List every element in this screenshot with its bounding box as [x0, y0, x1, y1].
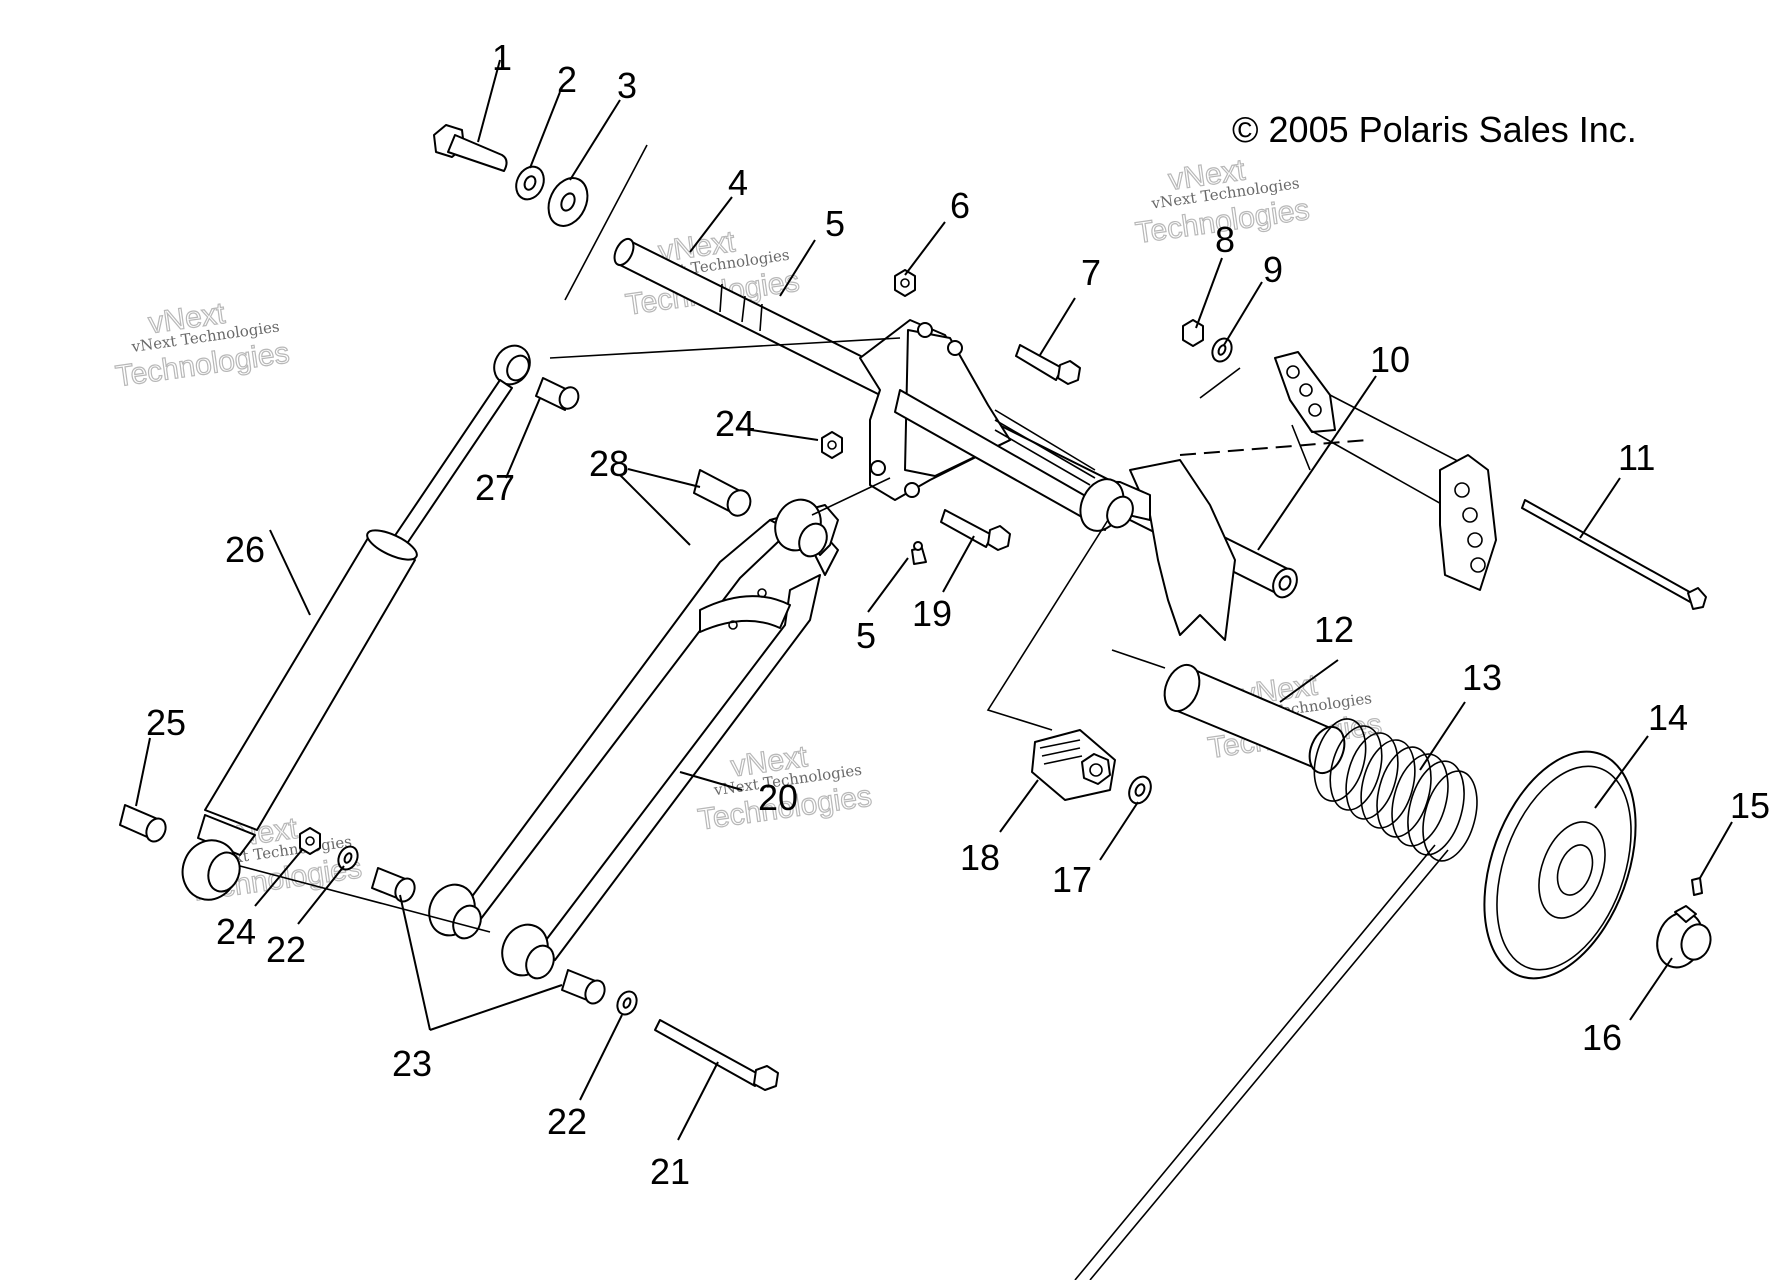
callout-4: 4 [728, 162, 748, 203]
rear-bracket [1079, 459, 1236, 641]
part-12-tube [1163, 663, 1346, 775]
callout-16: 16 [1582, 1017, 1622, 1058]
callout-5-lower: 5 [856, 615, 876, 656]
callout-12: 12 [1314, 609, 1354, 650]
front-bracket [859, 319, 1111, 531]
part-1-bolt [433, 124, 508, 172]
part-22-washer-lower [616, 990, 638, 1016]
watermark: vNext vNext Technologies Technologies [1133, 153, 1312, 251]
callout-numbers: 1 2 3 4 5 6 7 8 9 10 11 12 13 14 15 16 1… [146, 37, 1770, 1192]
callout-26: 26 [225, 529, 265, 570]
part-13-spring [1074, 718, 1478, 1280]
callout-6: 6 [950, 185, 970, 226]
callout-9: 9 [1263, 249, 1283, 290]
part-26-shock [181, 344, 531, 901]
part-27-bushing [535, 377, 580, 411]
part-6-nut [894, 269, 916, 297]
part-7-bolt [1015, 344, 1081, 385]
callout-20: 20 [758, 777, 798, 818]
callout-17: 17 [1052, 859, 1092, 900]
part-16-collar [1656, 905, 1712, 969]
callout-23: 23 [392, 1043, 432, 1084]
callout-27: 27 [475, 467, 515, 508]
callout-11: 11 [1618, 437, 1655, 478]
part-5-fitting [911, 541, 927, 565]
callout-1: 1 [492, 37, 512, 78]
assembly-lines [239, 337, 1241, 933]
callout-8: 8 [1215, 219, 1235, 260]
callout-25: 25 [146, 702, 186, 743]
callout-15: 15 [1730, 785, 1770, 826]
callout-19: 19 [912, 593, 952, 634]
part-25-bushing [119, 804, 167, 843]
callout-28: 28 [589, 443, 629, 484]
callout-3: 3 [617, 65, 637, 106]
rail-bracket [1179, 351, 1497, 591]
watermark: vNext vNext Technologies Technologies [113, 296, 292, 394]
callout-10: 10 [1370, 339, 1410, 380]
copyright-text: © 2005 Polaris Sales Inc. [1232, 109, 1637, 150]
part-23-bushing [371, 867, 606, 1005]
callout-7: 7 [1081, 252, 1101, 293]
part-14-disc [1483, 750, 1637, 980]
callout-21: 21 [650, 1151, 690, 1192]
part-18-block [986, 519, 1116, 801]
part-24-nut-upper [821, 431, 843, 459]
leader-lines [135, 59, 1733, 1141]
callout-14: 14 [1648, 697, 1688, 738]
part-2-washer [515, 165, 545, 201]
part-17-washer [1128, 775, 1152, 805]
part-20-rocker [428, 498, 839, 980]
part-24-nut-lower [299, 827, 321, 855]
part-15-setscrew [1691, 877, 1703, 896]
part-28-bushing [693, 469, 752, 517]
alignment-line [564, 144, 648, 301]
callout-24-upper: 24 [715, 403, 755, 444]
callout-18: 18 [960, 837, 1000, 878]
part-3-washer [547, 177, 589, 227]
callout-2: 2 [557, 59, 577, 100]
callout-22-upper: 22 [266, 929, 306, 970]
callout-13: 13 [1462, 657, 1502, 698]
part-8-nut [1182, 319, 1204, 347]
part-11-bolt [1521, 499, 1707, 610]
part-9-washer [1211, 337, 1233, 363]
callout-24-lower: 24 [216, 911, 256, 952]
callout-5-upper: 5 [825, 203, 845, 244]
part-21-bolt [654, 1019, 779, 1091]
part-19-bolt [940, 509, 1011, 551]
callout-22-lower: 22 [547, 1101, 587, 1142]
